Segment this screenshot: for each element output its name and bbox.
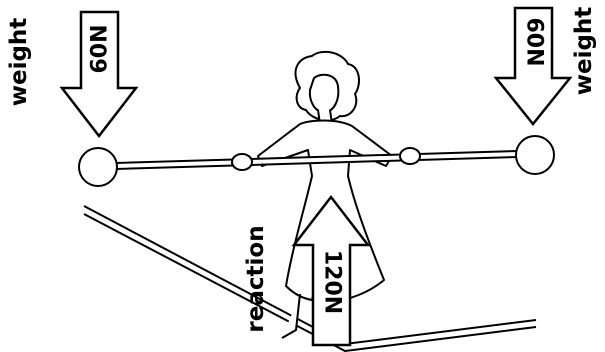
weight-right-label: weight: [571, 7, 597, 96]
reaction-label: reaction: [243, 225, 269, 332]
left-hand: [231, 153, 253, 171]
weight-left-label: weight: [6, 18, 32, 107]
face: [308, 73, 340, 113]
pole-weight-right: [515, 135, 555, 175]
pole-weight-left: [78, 147, 118, 187]
weight-arrow-right: 60N: [493, 6, 573, 126]
reaction-arrow: 120N: [291, 194, 371, 347]
weight-right-value: 60N: [522, 17, 547, 66]
weight-arrow-left: 60N: [59, 10, 139, 139]
weight-left-value: 60N: [88, 24, 113, 73]
balancing-pole: [78, 135, 555, 187]
reaction-value: 120N: [320, 250, 345, 314]
right-hand: [399, 147, 421, 165]
